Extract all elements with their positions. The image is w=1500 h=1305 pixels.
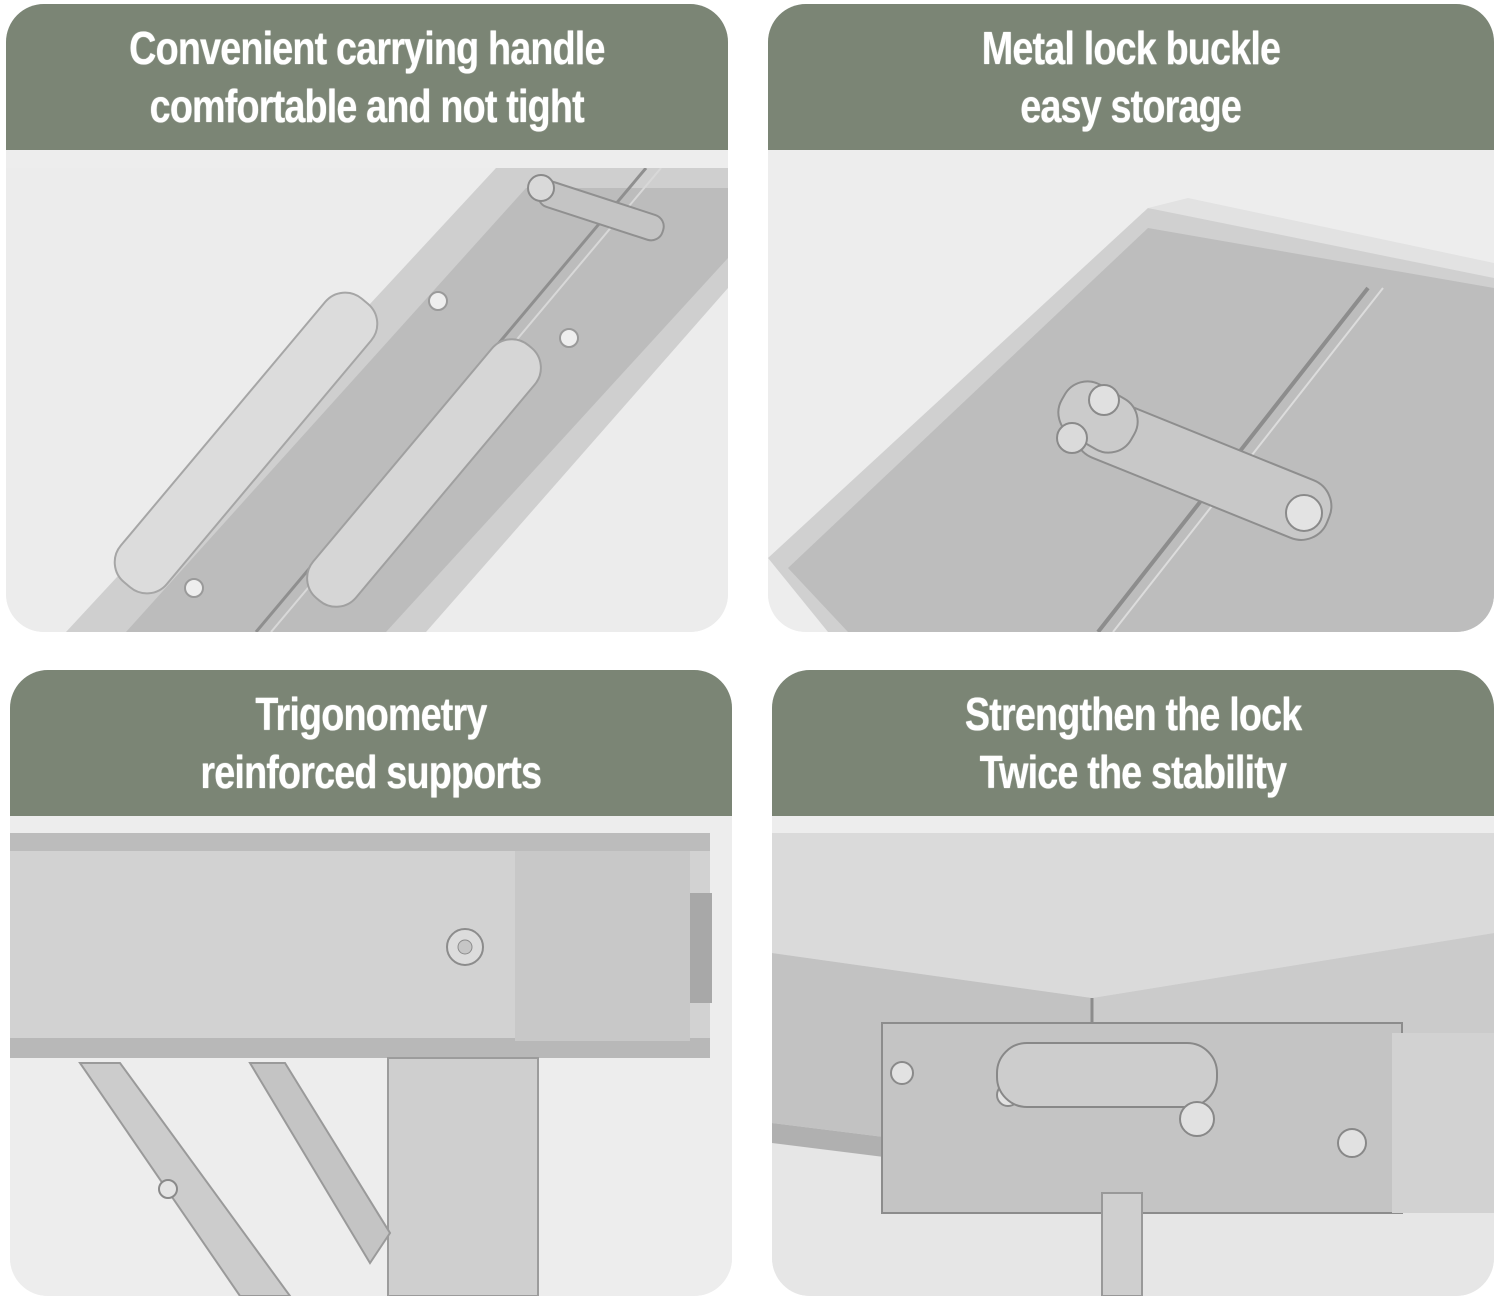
feature-panel-lock: Strengthen the lock Twice the stability [772,670,1494,1296]
panel-banner: Convenient carrying handle comfortable a… [6,4,728,150]
panel-heading-line1: Convenient carrying handle [129,22,605,74]
product-photo-carrying-handle [6,168,728,632]
panel-heading-line2: comfortable and not tight [149,80,585,132]
panel-banner: Strengthen the lock Twice the stability [772,670,1494,816]
product-photo-table-lock [772,833,1494,1296]
feature-panel-handle: Convenient carrying handle comfortable a… [6,4,728,632]
panel-heading-line1: Strengthen the lock [964,688,1302,740]
panel-heading-line2: Twice the stability [979,746,1287,798]
product-photo-lock-buckle [768,168,1494,632]
product-photo-reinforced-supports [10,833,732,1296]
panel-banner: Metal lock buckle easy storage [768,4,1494,150]
panel-heading-line2: easy storage [1020,80,1243,132]
panel-banner: Trigonometry reinforced supports [10,670,732,816]
panel-heading-line1: Metal lock buckle [981,22,1281,74]
feature-panel-buckle: Metal lock buckle easy storage [768,4,1494,632]
panel-heading-line1: Trigonometry [255,688,487,740]
feature-panel-supports: Trigonometry reinforced supports [10,670,732,1296]
panel-heading-line2: reinforced supports [200,746,543,798]
